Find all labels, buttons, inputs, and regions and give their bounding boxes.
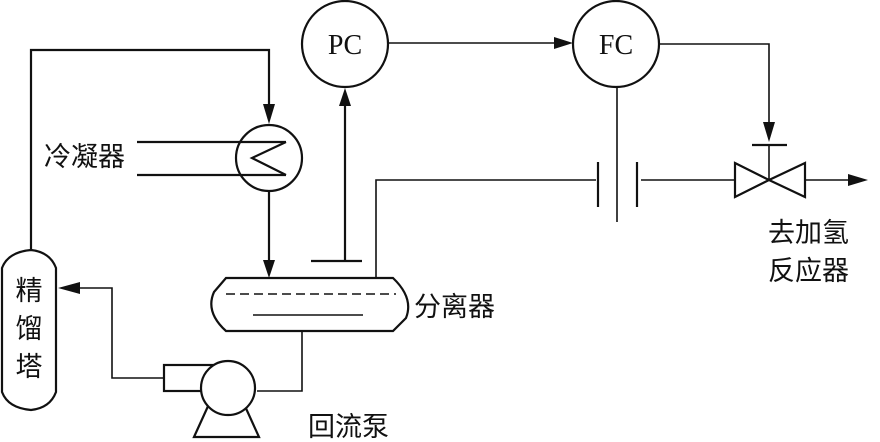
column-shell [0,248,58,412]
column-vapor-line [29,48,271,252]
valve-right-triangle [766,161,807,199]
separator-gas-outlet-line [375,179,596,278]
condenser-inlet-arrow [263,104,275,124]
reflux-pump-label: 回流泵 [308,412,389,442]
pc-tag: PC [328,30,362,61]
separator-inlet-arrow [263,260,275,278]
separator-shell [210,276,410,333]
separator-to-pump-line [257,331,303,392]
separator [210,276,410,333]
reflux-pump [162,359,261,439]
control-valve [733,143,807,199]
column-reflux-arrow [58,282,80,294]
valve-actuator-arrow [763,122,775,142]
separator-label: 分离器 [414,292,495,323]
column-label-char3: 塔 [16,352,43,383]
orifice-plate [596,162,639,207]
pressure-controller: PC [300,0,390,89]
column-label-char1: 精 [16,276,43,307]
fc-to-valve-signal [659,43,770,130]
pump-impeller-casing [199,359,257,417]
condenser-shell [234,123,304,193]
condenser-coil-icon [249,141,287,176]
reflux-return-line [74,287,164,379]
distillation-column: 精 馏 塔 [0,248,58,412]
valve-left-triangle [733,161,772,199]
destination-label-line1: 去加氢 [768,218,849,249]
flow-controller: FC [571,0,661,89]
pc-input-arrow [339,88,351,106]
reactor-feed-arrow [848,174,868,186]
fc-input-arrow [554,37,573,49]
column-label-char2: 馏 [16,314,43,345]
destination-label-line2: 反应器 [768,256,849,287]
pc-circle [300,0,390,89]
condenser-label: 冷凝器 [44,142,125,173]
fc-tag: FC [599,30,633,61]
condenser [234,123,304,193]
